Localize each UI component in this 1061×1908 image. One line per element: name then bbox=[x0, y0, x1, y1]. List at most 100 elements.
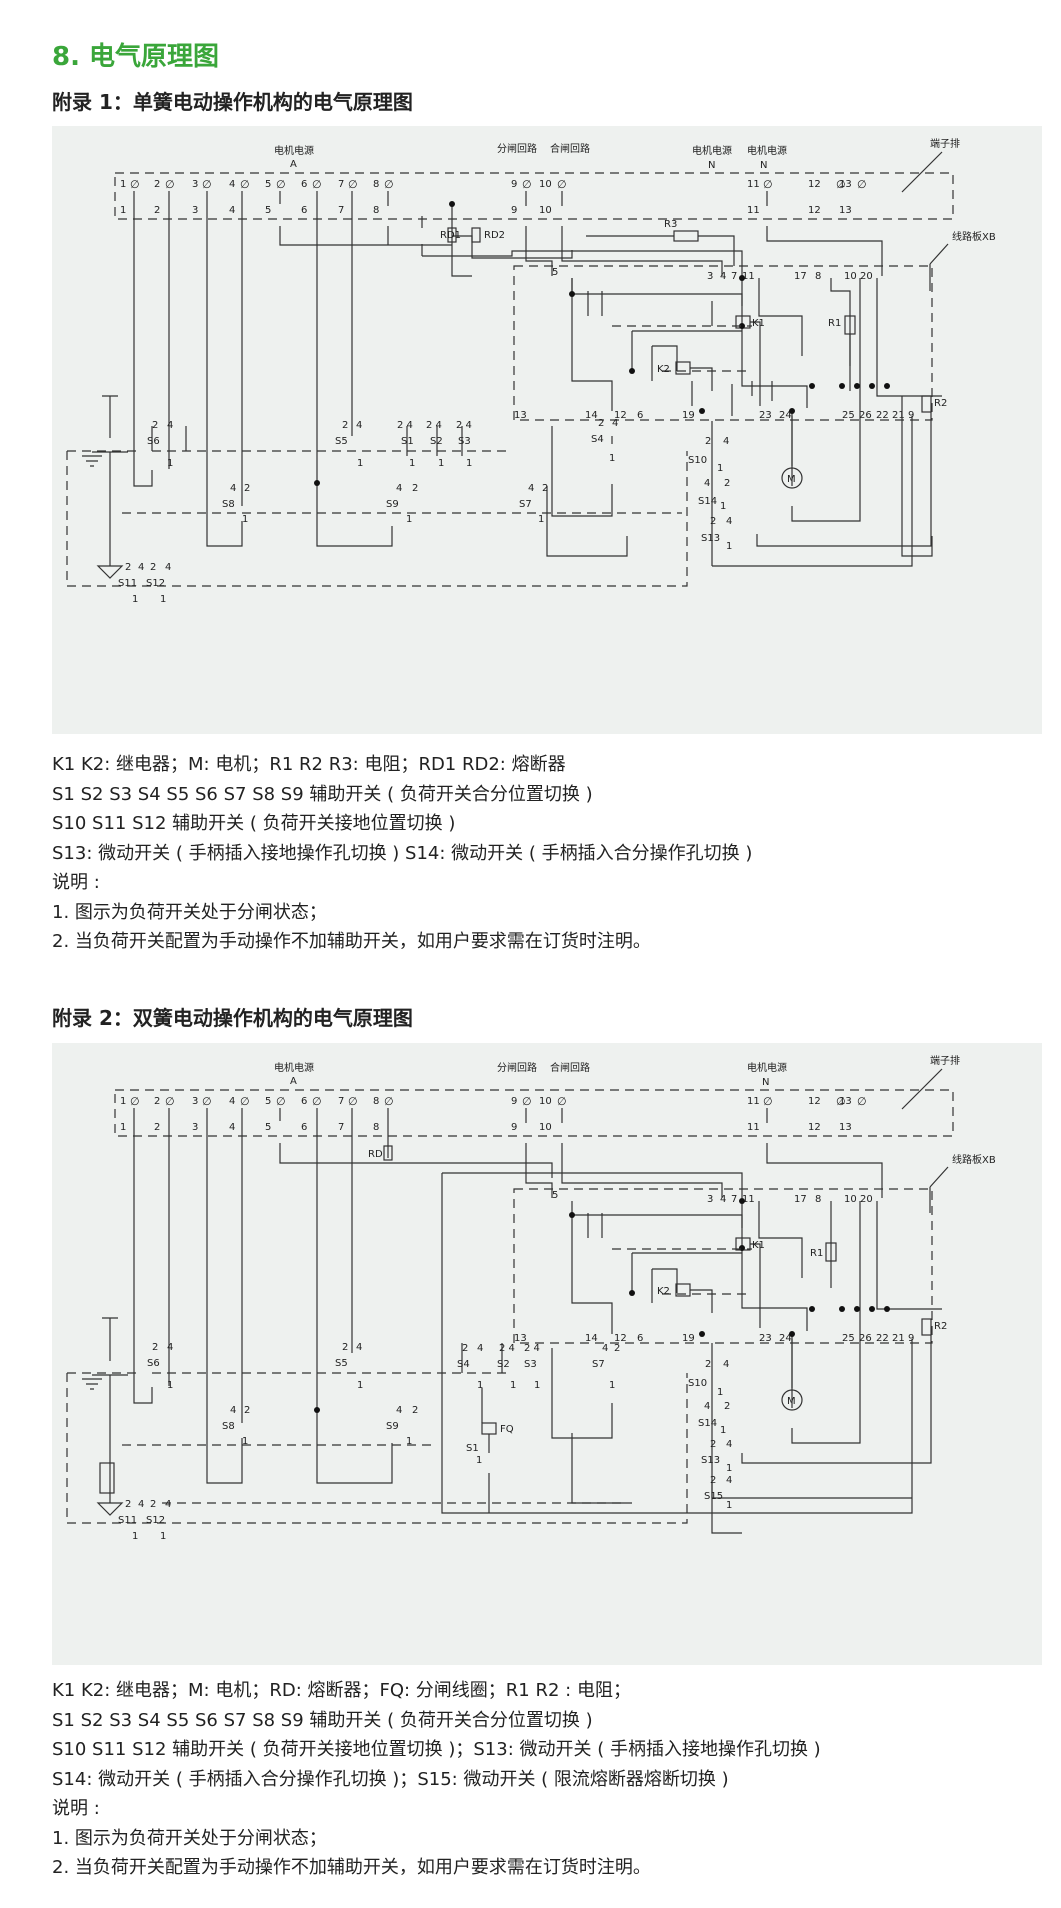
svg-text:10: 10 bbox=[539, 179, 552, 190]
svg-text:4: 4 bbox=[396, 1405, 402, 1416]
svg-text:2: 2 bbox=[542, 483, 548, 494]
svg-text:∅: ∅ bbox=[165, 1095, 175, 1108]
svg-text:11: 11 bbox=[747, 1096, 760, 1107]
svg-text:4: 4 bbox=[704, 1401, 710, 1412]
svg-text:∅: ∅ bbox=[202, 1095, 212, 1108]
svg-text:2: 2 bbox=[462, 1343, 468, 1354]
terminal-strip-box bbox=[114, 1089, 954, 1137]
label-s3: S3 bbox=[458, 436, 471, 447]
svg-text:8: 8 bbox=[373, 1122, 379, 1133]
svg-text:4: 4 bbox=[723, 436, 729, 447]
svg-text:4: 4 bbox=[356, 420, 362, 431]
wiring bbox=[133, 191, 942, 567]
svg-text:1: 1 bbox=[242, 1436, 248, 1447]
label-phase-a: A bbox=[290, 1076, 297, 1087]
svg-text:5: 5 bbox=[265, 1096, 271, 1107]
svg-text:∅: ∅ bbox=[240, 1095, 250, 1108]
svg-text:13: 13 bbox=[514, 410, 527, 421]
svg-text:6: 6 bbox=[637, 410, 643, 421]
svg-text:2 4: 2 4 bbox=[397, 420, 413, 431]
fq-coil-symbol bbox=[481, 1422, 497, 1435]
svg-text:2: 2 bbox=[705, 1359, 711, 1370]
svg-text:2: 2 bbox=[342, 420, 348, 431]
svg-text:8: 8 bbox=[373, 205, 379, 216]
svg-text:1: 1 bbox=[160, 1531, 166, 1542]
note-line: 2. 当负荷开关配置为手动操作不加辅助开关，如用户要求需在订货时注明。 bbox=[52, 1857, 651, 1878]
label-s10: S10 bbox=[688, 455, 707, 466]
label-s5: S5 bbox=[335, 436, 348, 447]
svg-text:12: 12 bbox=[808, 179, 821, 190]
svg-text:19: 19 bbox=[682, 1333, 695, 1344]
label-r3: R3 bbox=[664, 219, 677, 230]
svg-text:1: 1 bbox=[357, 458, 363, 469]
svg-text:2: 2 bbox=[724, 1401, 730, 1412]
svg-text:∅: ∅ bbox=[557, 178, 567, 191]
label-s11: S11 bbox=[118, 578, 137, 589]
svg-text:10: 10 bbox=[539, 1122, 552, 1133]
svg-text:∅: ∅ bbox=[240, 178, 250, 191]
fuse-symbol bbox=[99, 1462, 115, 1494]
svg-text:∅: ∅ bbox=[384, 178, 394, 191]
junction-dots bbox=[314, 201, 890, 486]
pointer-arrow bbox=[901, 151, 943, 193]
label-k1: K1 bbox=[752, 318, 765, 329]
svg-text:1: 1 bbox=[242, 514, 248, 525]
label-k2: K2 bbox=[657, 364, 670, 375]
note-line: K1 K2: 继电器；M: 电机；RD: 熔断器；FQ: 分闸线圈；R1 R2 … bbox=[52, 1680, 631, 1701]
label-s13: S13 bbox=[701, 1455, 720, 1466]
svg-text:5: 5 bbox=[265, 205, 271, 216]
label-terminal-strip: 端子排 bbox=[930, 1054, 960, 1067]
circuit-board-box bbox=[513, 265, 933, 421]
svg-text:8: 8 bbox=[815, 271, 821, 282]
svg-text:23: 23 bbox=[759, 1333, 772, 1344]
svg-text:8: 8 bbox=[373, 1096, 379, 1107]
label-s12: S12 bbox=[146, 1515, 165, 1526]
label-k2: K2 bbox=[657, 1286, 670, 1297]
label-motor: M bbox=[787, 474, 796, 485]
svg-text:2: 2 bbox=[724, 478, 730, 489]
svg-text:2: 2 bbox=[125, 1499, 131, 1510]
interlock-dashes bbox=[66, 325, 752, 587]
label-terminal-strip: 端子排 bbox=[930, 137, 960, 150]
svg-text:12: 12 bbox=[808, 1096, 821, 1107]
label-rd2: RD2 bbox=[484, 230, 505, 241]
svg-text:7: 7 bbox=[731, 271, 737, 282]
svg-text:2: 2 bbox=[244, 1405, 250, 1416]
svg-text:17: 17 bbox=[794, 271, 807, 282]
svg-text:∅: ∅ bbox=[202, 178, 212, 191]
svg-text:4: 4 bbox=[229, 205, 235, 216]
svg-text:4: 4 bbox=[230, 1405, 236, 1416]
svg-text:∅: ∅ bbox=[557, 1095, 567, 1108]
svg-text:∅: ∅ bbox=[836, 178, 846, 191]
label-motor-power-n: 电机电源 bbox=[747, 1061, 787, 1074]
svg-text:2 4: 2 4 bbox=[524, 1343, 540, 1354]
svg-text:4: 4 bbox=[165, 1499, 171, 1510]
svg-text:1: 1 bbox=[438, 458, 444, 469]
pointer-arrow bbox=[929, 243, 949, 265]
svg-text:20: 20 bbox=[860, 271, 873, 282]
note-line: S1 S2 S3 S4 S5 S6 S7 S8 S9 辅助开关 ( 负荷开关合分… bbox=[52, 783, 593, 805]
svg-text:∅: ∅ bbox=[384, 1095, 394, 1108]
note-line: 说明 : bbox=[52, 872, 100, 893]
label-phase-n1: N bbox=[708, 160, 715, 171]
svg-text:1: 1 bbox=[510, 1380, 516, 1391]
svg-text:2 4: 2 4 bbox=[426, 420, 442, 431]
label-s14: S14 bbox=[698, 496, 717, 507]
label-s6: S6 bbox=[147, 1358, 160, 1369]
svg-text:2: 2 bbox=[150, 1499, 156, 1510]
svg-text:3: 3 bbox=[192, 1096, 198, 1107]
svg-text:3: 3 bbox=[192, 1122, 198, 1133]
pointer-arrow bbox=[929, 1166, 949, 1188]
label-s3: S3 bbox=[524, 1359, 537, 1370]
appendix1-diagram: 电机电源 A 分闸回路 合闸回路 电机电源 N 电机电源 N 端子排 线路板XB… bbox=[52, 126, 1042, 734]
svg-text:1: 1 bbox=[160, 594, 166, 605]
svg-text:2: 2 bbox=[152, 1342, 158, 1353]
svg-text:6: 6 bbox=[301, 1096, 307, 1107]
svg-text:1: 1 bbox=[120, 1122, 126, 1133]
svg-text:4: 4 bbox=[229, 1096, 235, 1107]
svg-text:19: 19 bbox=[682, 410, 695, 421]
svg-text:2: 2 bbox=[154, 1096, 160, 1107]
svg-text:13: 13 bbox=[839, 1096, 852, 1107]
svg-text:9: 9 bbox=[908, 1333, 914, 1344]
svg-text:1: 1 bbox=[466, 458, 472, 469]
